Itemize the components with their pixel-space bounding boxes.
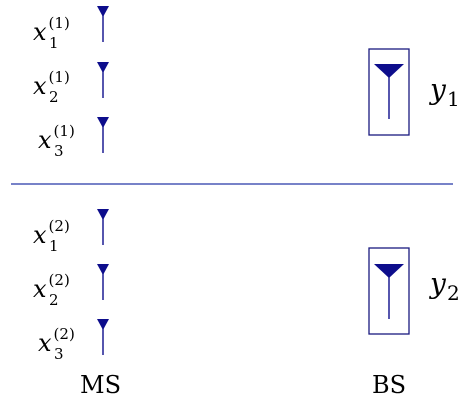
ms-antenna-2-2 [97, 264, 109, 300]
input-sub-2-1: 1 [49, 237, 59, 255]
bs-label: BS [372, 371, 406, 399]
ms-label: MS [80, 371, 121, 399]
input-sub-2-3: 3 [54, 345, 64, 363]
ms-antenna-2-1 [97, 209, 109, 245]
ms-antenna-2-3 [97, 319, 109, 355]
bs-box-2 [368, 247, 410, 335]
bs-box-1 [368, 48, 410, 136]
input-label-1-2: x(1) [33, 68, 70, 100]
group-2: x(2) 1 x(2) 2 x(2) 3 y 2 [33, 209, 460, 363]
input-label-1-3: x(1) [38, 122, 75, 154]
input-sub-2-2: 2 [49, 291, 59, 309]
input-label-2-3: x(2) [38, 325, 75, 357]
input-label-2-2: x(2) [33, 271, 70, 303]
ms-antenna-1-3 [97, 117, 109, 153]
ms-antenna-1-1 [97, 6, 109, 42]
input-sub-1-3: 3 [54, 142, 64, 160]
output-sub-2: 2 [447, 281, 460, 305]
output-sub-1: 1 [447, 87, 460, 111]
group-1: x(1) 1 x(1) 2 x(1) 3 y 1 [33, 6, 460, 160]
input-sub-1-2: 2 [49, 88, 59, 106]
output-label-2: y [428, 267, 447, 300]
input-label-2-1: x(2) [33, 217, 70, 249]
bs-antenna-1 [374, 64, 404, 119]
input-label-1-1: x(1) [33, 14, 70, 46]
output-label-1: y [428, 73, 447, 106]
ms-antenna-1-2 [97, 62, 109, 98]
input-sub-1-1: 1 [49, 34, 59, 52]
bs-antenna-2 [374, 264, 404, 319]
